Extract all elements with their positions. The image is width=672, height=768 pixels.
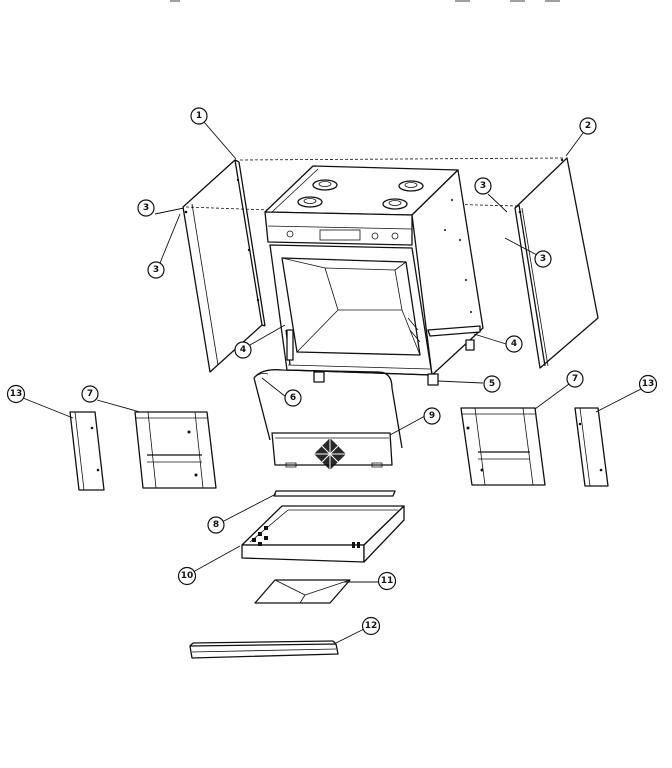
right-filler-strip xyxy=(574,407,609,487)
callout-3-right-top: 3 xyxy=(474,177,492,195)
callout-8: 8 xyxy=(207,516,225,534)
vent-grid xyxy=(314,438,346,470)
callout-3-left-bottom: 3 xyxy=(147,261,165,279)
callout-1: 1 xyxy=(190,107,208,125)
svg-text:11: 11 xyxy=(381,576,394,586)
leader-lines xyxy=(22,121,642,644)
drawer-front xyxy=(271,432,393,470)
callout-7-left: 7 xyxy=(81,385,99,403)
left-filler-strip xyxy=(69,411,105,491)
callout-7-right: 7 xyxy=(566,370,584,388)
svg-text:13: 13 xyxy=(642,379,655,389)
svg-text:6: 6 xyxy=(290,393,296,403)
svg-text:3: 3 xyxy=(153,265,159,275)
callout-6: 6 xyxy=(284,389,302,407)
small-tray xyxy=(254,579,351,604)
left-side-panel xyxy=(182,159,266,373)
callout-4-right: 4 xyxy=(505,335,523,353)
drawer-corner-marks xyxy=(252,526,360,548)
svg-text:10: 10 xyxy=(181,571,194,581)
front-trim-bar xyxy=(189,640,339,659)
callout-2: 2 xyxy=(579,117,597,135)
svg-text:9: 9 xyxy=(429,411,435,421)
svg-text:7: 7 xyxy=(572,374,578,384)
callout-3-left-top: 3 xyxy=(137,199,155,217)
svg-text:3: 3 xyxy=(480,181,486,191)
callout-9: 9 xyxy=(423,407,441,425)
svg-text:12: 12 xyxy=(365,621,378,631)
support-bar xyxy=(273,490,396,497)
bottom-curved-panel xyxy=(253,369,403,449)
svg-text:5: 5 xyxy=(489,379,495,389)
callout-3-right-bottom: 3 xyxy=(534,250,552,268)
storage-drawer xyxy=(241,505,405,563)
side-rails xyxy=(285,325,481,366)
callout-12: 12 xyxy=(361,616,381,636)
callout-4-left: 4 xyxy=(234,341,252,359)
range-body xyxy=(264,165,484,386)
svg-text:13: 13 xyxy=(10,389,23,399)
svg-text:4: 4 xyxy=(511,339,517,349)
right-kick-plate xyxy=(460,407,546,486)
callout-13-left: 13 xyxy=(6,384,26,404)
right-side-panel xyxy=(514,157,599,369)
callout-11: 11 xyxy=(377,571,397,591)
callout-10: 10 xyxy=(177,566,197,586)
left-kick-plate xyxy=(134,411,217,489)
callout-13-right: 13 xyxy=(638,374,658,394)
callout-5: 5 xyxy=(483,375,501,393)
svg-text:2: 2 xyxy=(585,121,591,131)
svg-text:3: 3 xyxy=(143,203,149,213)
svg-text:3: 3 xyxy=(540,254,546,264)
svg-text:7: 7 xyxy=(87,389,93,399)
svg-text:8: 8 xyxy=(213,520,219,530)
svg-text:4: 4 xyxy=(240,345,246,355)
svg-text:1: 1 xyxy=(196,111,202,121)
